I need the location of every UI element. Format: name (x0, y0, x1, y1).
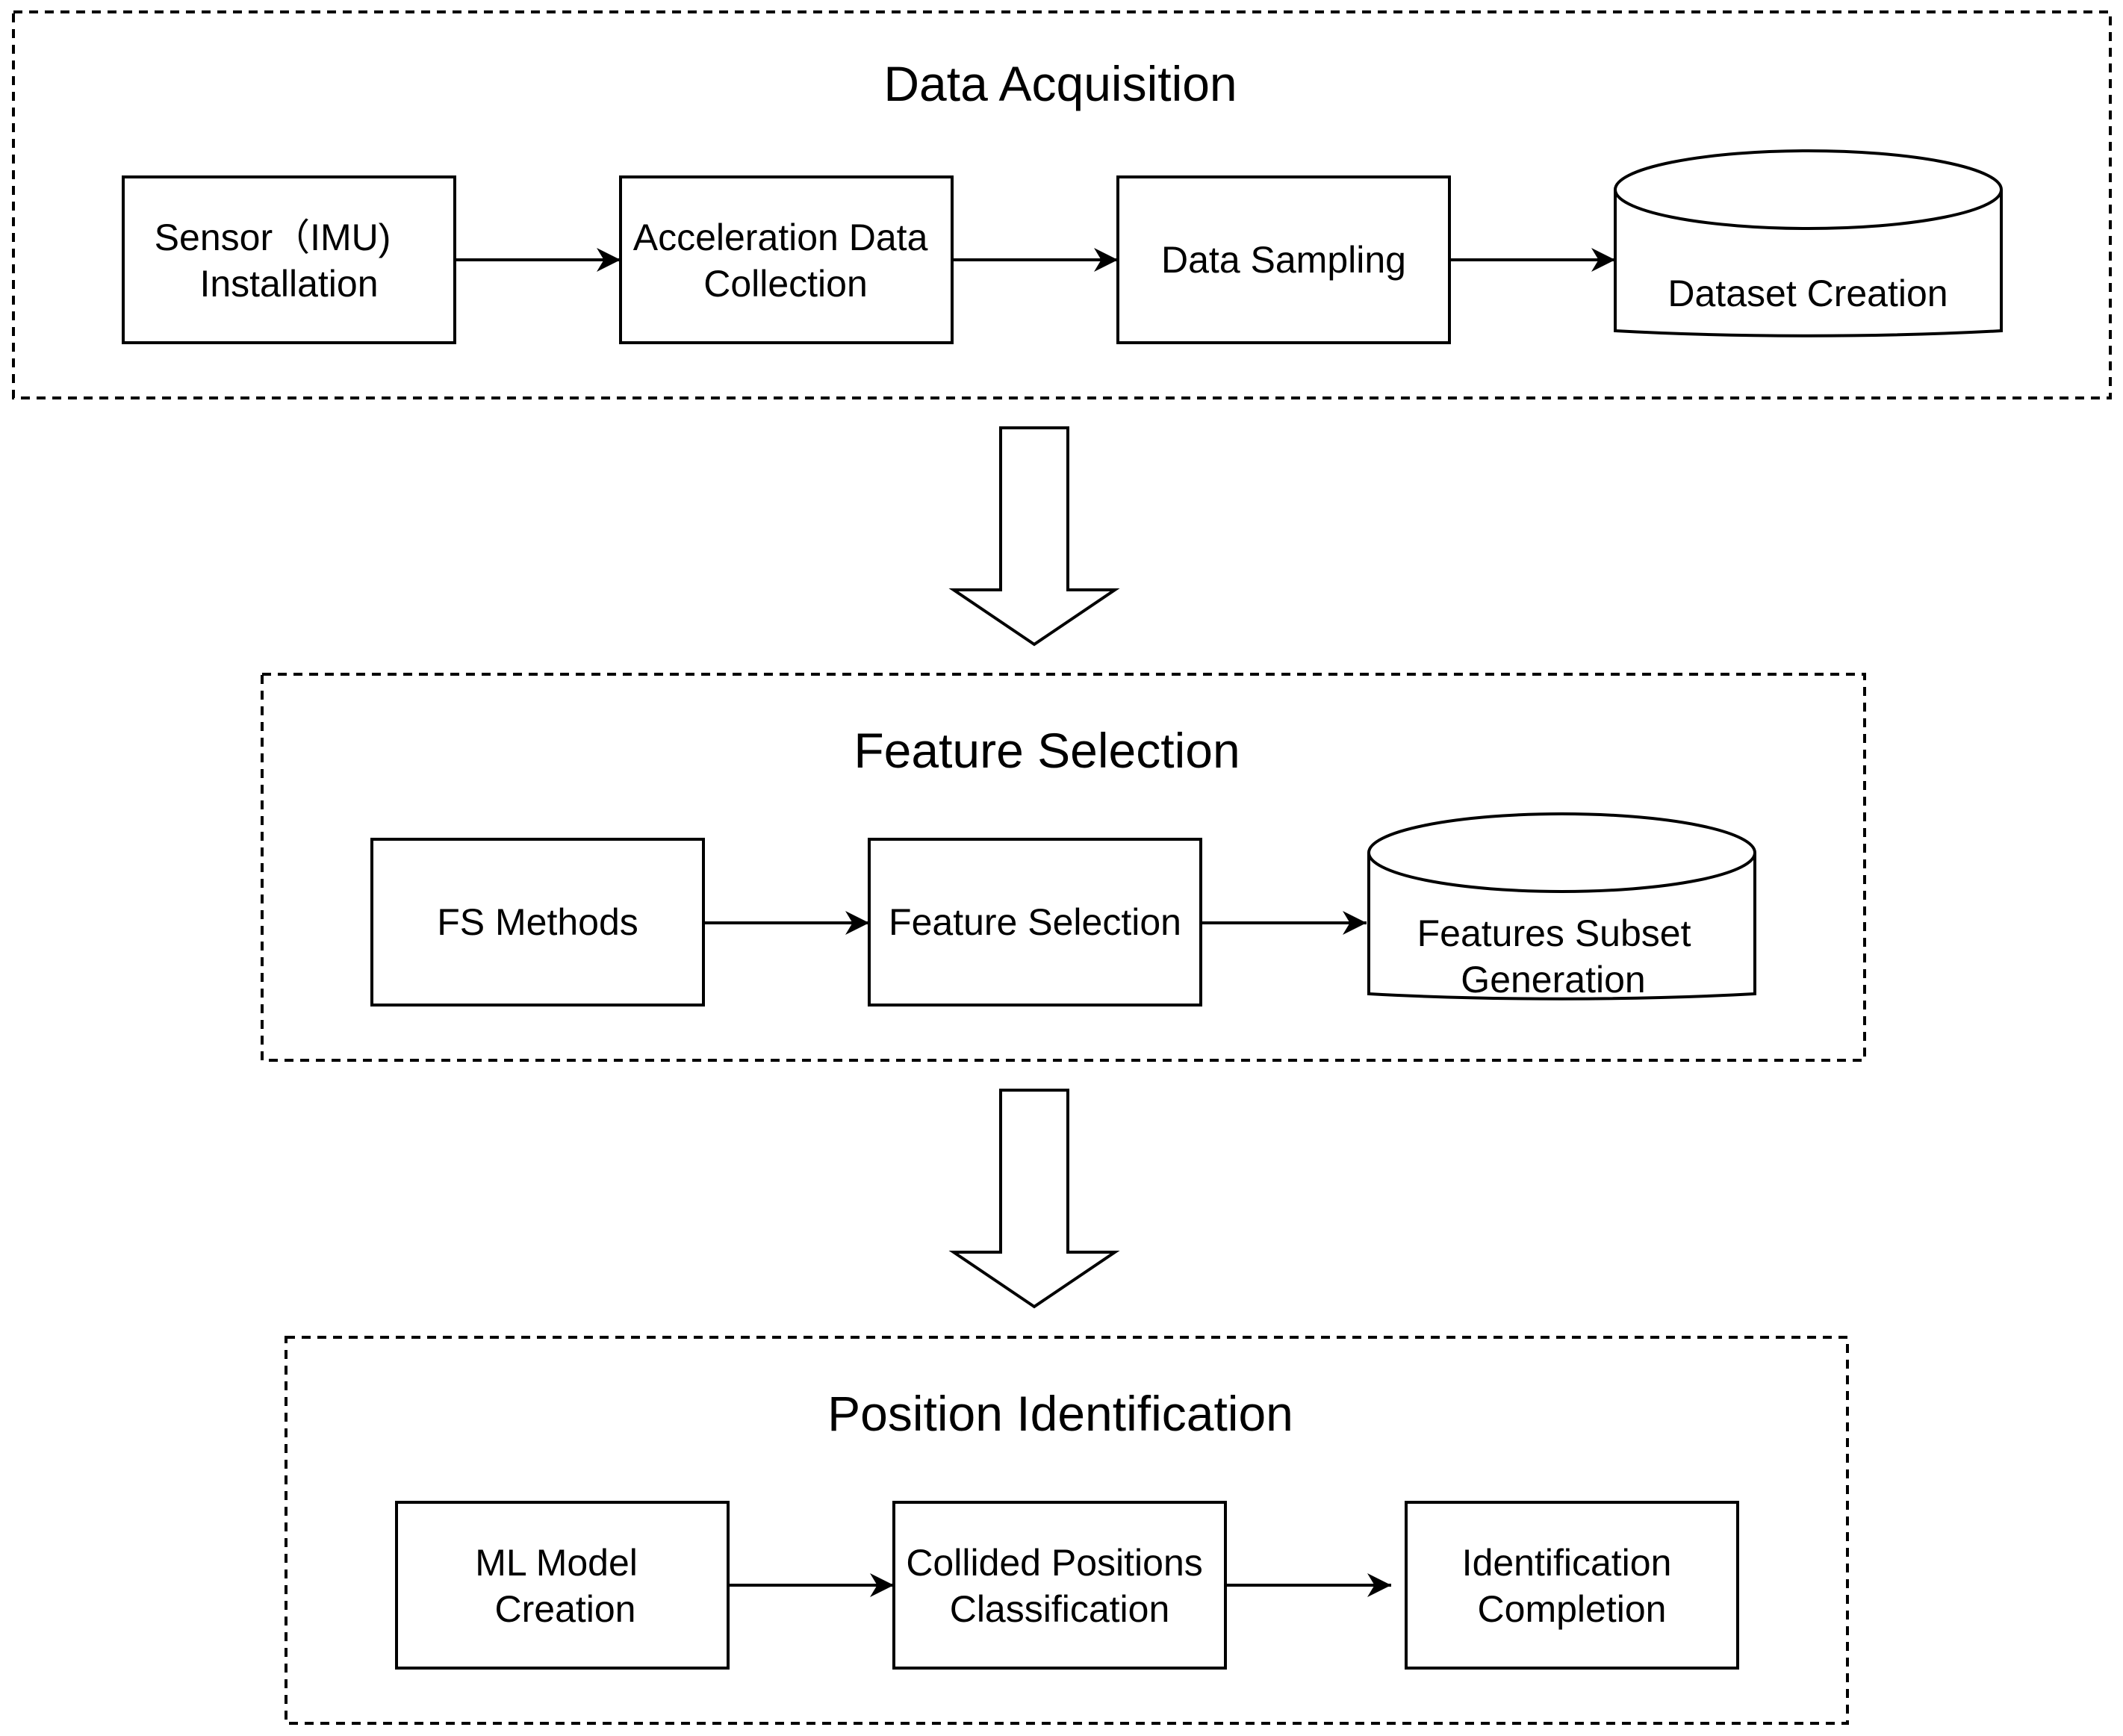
node-dataset-creation-cylinder: Dataset Creation (1614, 149, 2003, 337)
node-label: ML Model (475, 1542, 638, 1584)
node-label: Sensor（IMU) (155, 217, 391, 258)
svg-text:ML Model Creation: ML Model Creation (475, 1542, 648, 1630)
node-label: Classification (950, 1588, 1170, 1630)
node-label: Collided Positions (906, 1542, 1202, 1584)
node-label: FS Methods (437, 901, 638, 943)
stage-title: Feature Selection (854, 723, 1240, 778)
node-label: Feature Selection (889, 901, 1181, 943)
stage-title: Data Acquisition (883, 56, 1237, 111)
stage-position-identification: Position Identification ML Model Creatio… (285, 1336, 1849, 1725)
node-data-sampling: Data Sampling (1116, 175, 1451, 344)
node-label: Collection (703, 263, 868, 305)
node-sensor-installation: Sensor（IMU) Installation (122, 175, 456, 344)
svg-text:Acceleration Data Coll: Acceleration Data Collection (633, 217, 939, 305)
node-label: Identification (1462, 1542, 1672, 1584)
svg-text:Feature Selection: Feature Selection (889, 901, 1181, 943)
node-label: Creation (495, 1588, 636, 1630)
svg-text:Dataset Creation: Dataset Creation (1667, 273, 1948, 314)
node-ml-model-creation: ML Model Creation (395, 1501, 730, 1670)
node-label: Features Subset (1417, 912, 1691, 954)
stage-transition-arrow (948, 426, 1120, 647)
svg-text:Sensor（IMU) Installati: Sensor（IMU) Installation (155, 217, 402, 305)
stage-frame-position-identification (285, 1336, 1849, 1725)
node-label: Generation (1461, 959, 1645, 1001)
svg-text:Data Sampling: Data Sampling (1161, 239, 1406, 281)
node-label: Dataset Creation (1667, 273, 1948, 314)
stage-transition-arrow (948, 1089, 1120, 1309)
stage-frame-data-acquisition (12, 10, 2112, 399)
svg-text:Identification Complet: Identification Completion (1462, 1542, 1682, 1630)
node-features-subset-generation-cylinder: Features Subset Generation (1367, 812, 1756, 1001)
node-acceleration-data-collection: Acceleration Data Collection (619, 175, 954, 344)
node-collided-positions-classification: Collided Positions Classification (892, 1501, 1227, 1670)
node-feature-selection: Feature Selection (868, 838, 1202, 1007)
svg-text:FS Methods: FS Methods (437, 901, 638, 943)
stage-data-acquisition: Data Acquisition Sensor（IMU) Installatio… (12, 10, 2112, 399)
svg-text:Features Subset Genera: Features Subset Generation (1417, 912, 1702, 1001)
node-fs-methods: FS Methods (370, 838, 705, 1007)
node-label: Acceleration Data (633, 217, 928, 258)
node-label: Completion (1478, 1588, 1667, 1630)
node-identification-completion: Identification Completion (1405, 1501, 1739, 1670)
stage-frame-feature-selection (261, 673, 1866, 1062)
stage-feature-selection: Feature Selection FS Methods Feature Sel… (261, 673, 1866, 1062)
svg-text:Collided Positions Cla: Collided Positions Classification (906, 1542, 1213, 1630)
node-label: Data Sampling (1161, 239, 1406, 281)
node-label: Installation (199, 263, 378, 305)
stage-title: Position Identification (827, 1386, 1293, 1441)
